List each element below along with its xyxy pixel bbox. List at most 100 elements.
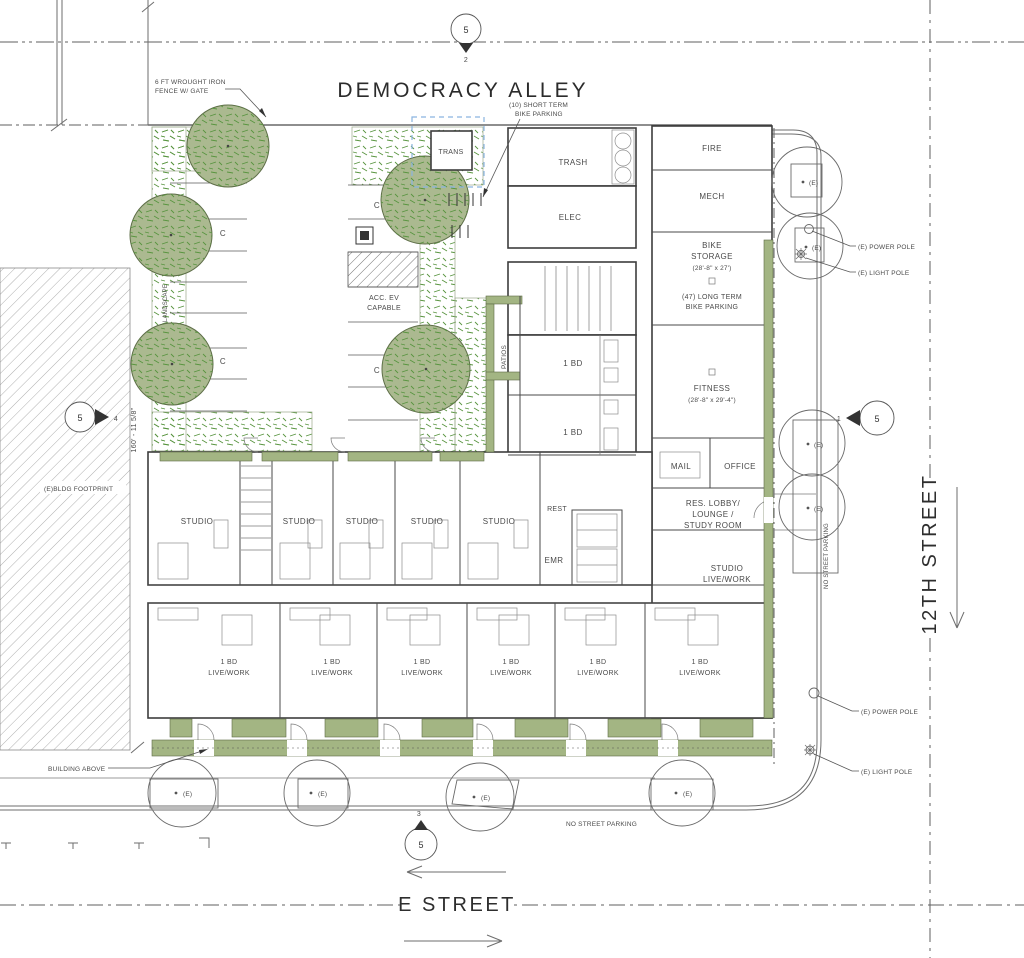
building-above-note: BUILDING ABOVE bbox=[48, 766, 106, 773]
ev-charger-icon bbox=[355, 226, 374, 245]
utility-bottom-2: (E) bbox=[283, 759, 351, 827]
accessible-ev-stall bbox=[347, 251, 419, 288]
room-label-lobby-1: RES. LOBBY/ bbox=[686, 499, 741, 508]
room-label-bike-2: STORAGE bbox=[691, 252, 733, 261]
exterior-doors bbox=[197, 437, 816, 741]
utility-bottom-4: (E) bbox=[648, 759, 716, 827]
room-elec bbox=[507, 185, 637, 249]
svg-text:(E): (E) bbox=[683, 791, 692, 798]
green-walls bbox=[159, 239, 774, 719]
utility-bottom-3: (E) bbox=[445, 762, 520, 832]
trans-label: TRANS bbox=[438, 149, 463, 156]
light-pole-note-top: (E) LIGHT POLE bbox=[858, 270, 910, 277]
street-planters bbox=[151, 718, 773, 757]
svg-text:1 BD: 1 BD bbox=[324, 659, 341, 666]
svg-text:(E): (E) bbox=[318, 791, 327, 798]
street-ticks bbox=[1, 837, 210, 849]
svg-text:LIVE/WORK: LIVE/WORK bbox=[490, 670, 532, 677]
room-labels: TRASH ELEC FIRE MECH BIKE STORAGE (28'-8… bbox=[181, 144, 756, 677]
room-label-fire: FIRE bbox=[702, 144, 722, 153]
room-label-fitness-dim: (28'-8" x 29'-4") bbox=[688, 397, 736, 404]
e-street-arrow-east bbox=[404, 934, 503, 948]
marker-num-right: 1 bbox=[837, 416, 841, 423]
section-marker-right: 5 1 bbox=[837, 400, 895, 436]
power-pole-note-top: (E) POWER POLE bbox=[858, 244, 915, 251]
light-pole-note-bottom: (E) LIGHT POLE bbox=[861, 769, 913, 776]
twelfth-street-arrow bbox=[949, 487, 965, 629]
room-label-mech: MECH bbox=[699, 192, 724, 201]
tree-icon bbox=[380, 155, 470, 245]
trees bbox=[129, 104, 471, 414]
compact-label-1: C bbox=[220, 229, 226, 238]
short-term-bike-zone bbox=[411, 116, 485, 188]
svg-text:LIVE/WORK: LIVE/WORK bbox=[208, 670, 250, 677]
section-marker-top: 5 2 bbox=[450, 13, 482, 64]
fence-note-1: 6 FT WROUGHT IRON bbox=[155, 79, 226, 86]
patios-label: PATIOS bbox=[501, 345, 508, 370]
unit-label-studio: STUDIO bbox=[411, 517, 444, 526]
svg-text:1 BD: 1 BD bbox=[414, 659, 431, 666]
power-pole-note-bottom: (E) POWER POLE bbox=[861, 709, 918, 716]
utility-right-1: (E) bbox=[778, 409, 846, 477]
room-label-fitness: FITNESS bbox=[694, 384, 731, 393]
unit-label-1bd: 1 BD bbox=[563, 428, 582, 437]
svg-text:(E): (E) bbox=[183, 791, 192, 798]
twelfth-street-label: 12TH STREET bbox=[919, 474, 941, 635]
utility-symbols: (E) (E) (E) (E) (E) (E) (E) (E) bbox=[147, 146, 846, 832]
power-pole-icon bbox=[808, 687, 820, 699]
svg-text:5: 5 bbox=[463, 25, 468, 35]
svg-text:LIVE/WORK: LIVE/WORK bbox=[577, 670, 619, 677]
room-label-trash: TRASH bbox=[558, 158, 587, 167]
studio-fixtures bbox=[157, 519, 529, 580]
bike-rack-ticks bbox=[448, 193, 482, 238]
svg-text:(E): (E) bbox=[809, 180, 818, 187]
svg-text:(E): (E) bbox=[812, 245, 821, 252]
studio-walls bbox=[239, 452, 541, 585]
unit-label-studio: STUDIO bbox=[283, 517, 316, 526]
svg-text:LIVE/WORK: LIVE/WORK bbox=[401, 670, 443, 677]
svg-text:(E): (E) bbox=[481, 795, 490, 802]
center-fixtures bbox=[603, 339, 619, 451]
room-label-bike-dim: (28'-8" x 27') bbox=[692, 265, 731, 272]
studio-row bbox=[147, 451, 653, 586]
svg-text:1 BD: 1 BD bbox=[221, 659, 238, 666]
street-names: DEMOCRACY ALLEY 12TH STREET E STREET bbox=[337, 79, 965, 948]
short-bike-note-2: BIKE PARKING bbox=[515, 111, 563, 118]
svg-text:LIVE/WORK: LIVE/WORK bbox=[311, 670, 353, 677]
e-street-arrow-west bbox=[406, 865, 506, 879]
room-label-office: OFFICE bbox=[724, 462, 756, 471]
svg-text:5: 5 bbox=[418, 840, 423, 850]
unit-label-studio-lw-2: LIVE/WORK bbox=[703, 575, 751, 584]
no-street-parking-right: NO STREET PARKING bbox=[824, 523, 830, 589]
room-label-longbike-1: (47) LONG TERM bbox=[682, 294, 742, 301]
compact-label-2: C bbox=[220, 357, 226, 366]
fence-note-2: FENCE W/ GATE bbox=[155, 88, 209, 95]
short-bike-note-1: (10) SHORT TERM bbox=[509, 102, 568, 109]
svg-text:(E): (E) bbox=[814, 506, 823, 513]
utility-bottom-1: (E) bbox=[147, 758, 219, 828]
existing-building-footprint: (E)BLDG FOOTPRINT bbox=[0, 267, 131, 751]
utility-pole-top-2: (E) bbox=[776, 212, 844, 280]
room-label-rest: REST bbox=[547, 506, 567, 513]
room-label-emr: EMR bbox=[545, 556, 564, 565]
room-label-elec: ELEC bbox=[559, 213, 582, 222]
livework-walls bbox=[279, 603, 646, 718]
stair-north bbox=[507, 261, 637, 336]
acc-ev-label-1: ACC. EV bbox=[369, 295, 399, 302]
room-label-lobby-3: STUDY ROOM bbox=[684, 521, 742, 530]
svg-text:5: 5 bbox=[874, 414, 879, 424]
transformer-pad bbox=[430, 130, 473, 171]
light-pole-icon bbox=[804, 744, 816, 756]
stair-shaft-treads bbox=[241, 465, 271, 551]
room-label-bike-1: BIKE bbox=[702, 241, 722, 250]
livework-unit-labels: 1 BD LIVE/WORK 1 BD LIVE/WORK 1 BD LIVE/WOR… bbox=[208, 659, 720, 677]
no-street-parking-bottom: NO STREET PARKING bbox=[566, 821, 637, 828]
unit-label-studio: STUDIO bbox=[346, 517, 379, 526]
unit-label-studio-lw-1: STUDIO bbox=[711, 564, 744, 573]
bus-shelter bbox=[792, 419, 839, 574]
room-trash bbox=[507, 127, 637, 187]
callouts: 6 FT WROUGHT IRON FENCE W/ GATE (10) SHO… bbox=[48, 79, 918, 828]
tree-icon bbox=[381, 324, 471, 414]
